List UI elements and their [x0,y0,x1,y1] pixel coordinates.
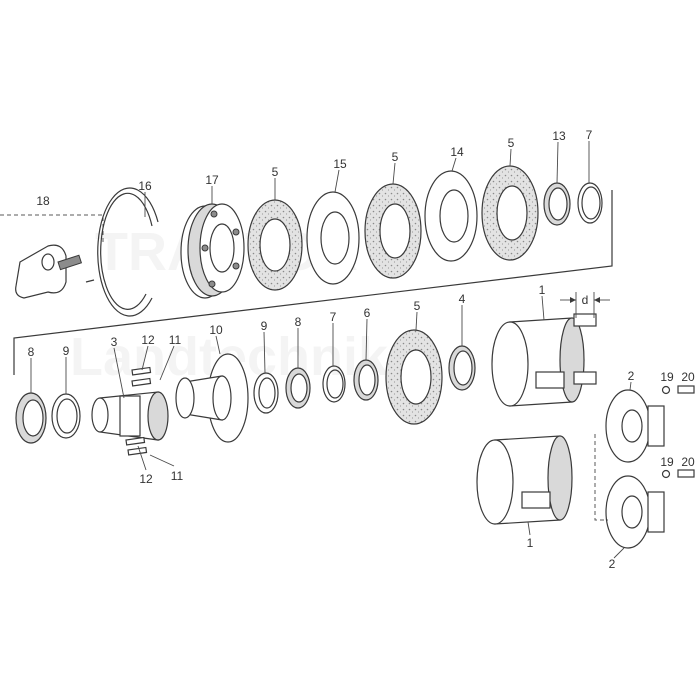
label-part-2-b: 2 [609,557,616,571]
part-2-flange-yoke-upper [605,389,665,463]
part-5-friction-disc-d [385,329,443,425]
label-part-18: 18 [36,194,50,208]
part-1-housing-lower [476,435,573,525]
part-4-ring [448,345,476,391]
label-part-5-d: 5 [414,299,421,313]
label-part-19-b: 19 [660,455,674,469]
label-part-1-a: 1 [539,283,546,297]
part-2-flange-yoke-lower [605,475,665,549]
label-part-3: 3 [111,335,118,349]
label-part-12-a: 12 [141,333,155,347]
part-1-housing-upper [491,313,597,407]
part-9-washer [51,393,81,439]
part-10-flange-hub [175,353,249,443]
label-part-5-a: 5 [272,165,279,179]
label-part-10: 10 [209,323,223,337]
part-7-circlip-b [322,365,346,403]
part-9-washer-b [253,372,279,414]
label-part-11-a: 11 [169,333,182,347]
label-part-17: 17 [205,173,219,187]
part-12-11-pins-lower [125,436,148,456]
label-part-8-b: 8 [295,315,302,329]
label-part-15: 15 [333,157,347,171]
leader-lines [30,141,632,559]
label-part-14: 14 [450,145,464,159]
dimension-d-marker [560,292,610,318]
label-part-5-c: 5 [508,136,515,150]
label-part-4: 4 [459,292,466,306]
label-part-12-b: 12 [139,472,153,486]
label-part-16: 16 [138,179,152,193]
label-part-19-a: 19 [660,370,674,384]
part-8-seal-b [285,367,311,409]
assembly-dashed-guides [594,434,608,521]
part-17-clutch-basket [180,203,245,299]
part-16-snap-ring [97,187,159,317]
label-part-13: 13 [552,129,566,143]
label-part-8-a: 8 [28,345,35,359]
part-5-friction-disc-c [481,165,539,261]
part-5-friction-disc-b [364,183,422,279]
label-part-11-b: 11 [171,469,184,483]
part-18-sensor-bracket [15,244,95,299]
part-14-steel-plate [424,170,478,262]
part-13-ring [543,182,571,226]
label-part-1-b: 1 [527,536,534,550]
label-part-20-b: 20 [681,455,695,469]
label-part-5-b: 5 [392,150,399,164]
part-19-20-bolts-upper [661,385,695,395]
label-part-7-b: 7 [330,310,337,324]
label-part-9-a: 9 [63,344,70,358]
part-6-bearing-ring [353,359,379,401]
assembly-frame-lines [0,190,613,375]
part-19-20-bolts-lower [661,469,695,479]
label-part-7-a: 7 [586,128,593,142]
part-7-circlip [577,182,603,224]
label-part-6: 6 [364,306,371,320]
label-part-20-a: 20 [681,370,695,384]
label-part-9-b: 9 [261,319,268,333]
label-part-2-a: 2 [628,369,635,383]
part-5-friction-disc-a [247,199,303,291]
part-3-shaft-hub [91,391,169,441]
part-8-seal [15,392,47,444]
label-dimension-d: d [582,293,589,307]
part-12-11-pins-upper [131,366,152,387]
part-labels: 18 16 17 5 15 5 14 5 13 7 8 9 3 12 11 10… [28,128,695,571]
part-15-steel-plate [306,191,360,285]
